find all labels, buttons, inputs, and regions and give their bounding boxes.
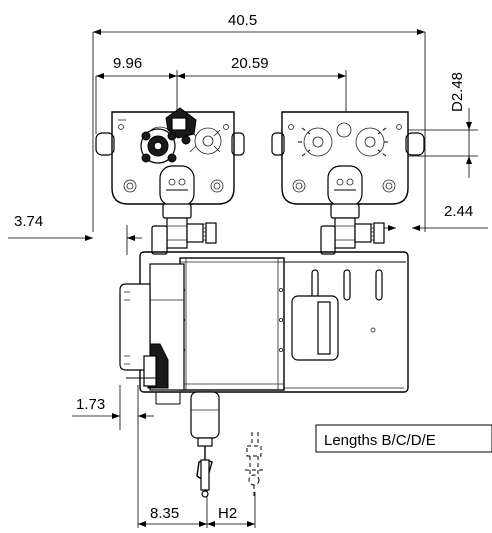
lengths-legend-text: Lengths B/C/D/E	[324, 432, 436, 449]
hoist-body	[119, 251, 409, 405]
left-gear-motor	[140, 107, 197, 164]
overall-width-label: 40.5	[228, 12, 257, 29]
dimension-center-distance	[177, 70, 347, 112]
hook-block	[190, 391, 220, 498]
dimension-vertical-offset	[408, 108, 478, 178]
dimension-lower-clearance	[72, 385, 154, 430]
hook-ghost-position	[245, 432, 263, 496]
lower-clearance-label: 1.73	[76, 396, 105, 413]
dimension-overall-width	[92, 29, 426, 232]
rail-stubs	[95, 132, 425, 156]
hook-offset-label: 8.35	[150, 505, 179, 522]
dimension-right-clearance	[380, 225, 488, 231]
lengths-legend-box	[315, 424, 492, 453]
left-offset-label: 9.96	[113, 55, 142, 72]
dimension-left-offset	[95, 70, 178, 134]
dimension-left-clearance	[8, 225, 142, 255]
right-clearance-label: 2.44	[444, 203, 473, 220]
left-hanger	[151, 165, 217, 255]
left-clearance-label: 3.74	[14, 213, 43, 230]
hook-travel-label: H2	[218, 505, 237, 522]
right-hanger	[320, 165, 385, 255]
vertical-offset-label: D2.48	[449, 72, 466, 112]
right-trolley-plate	[281, 111, 409, 205]
center-distance-label: 20.59	[231, 55, 269, 72]
